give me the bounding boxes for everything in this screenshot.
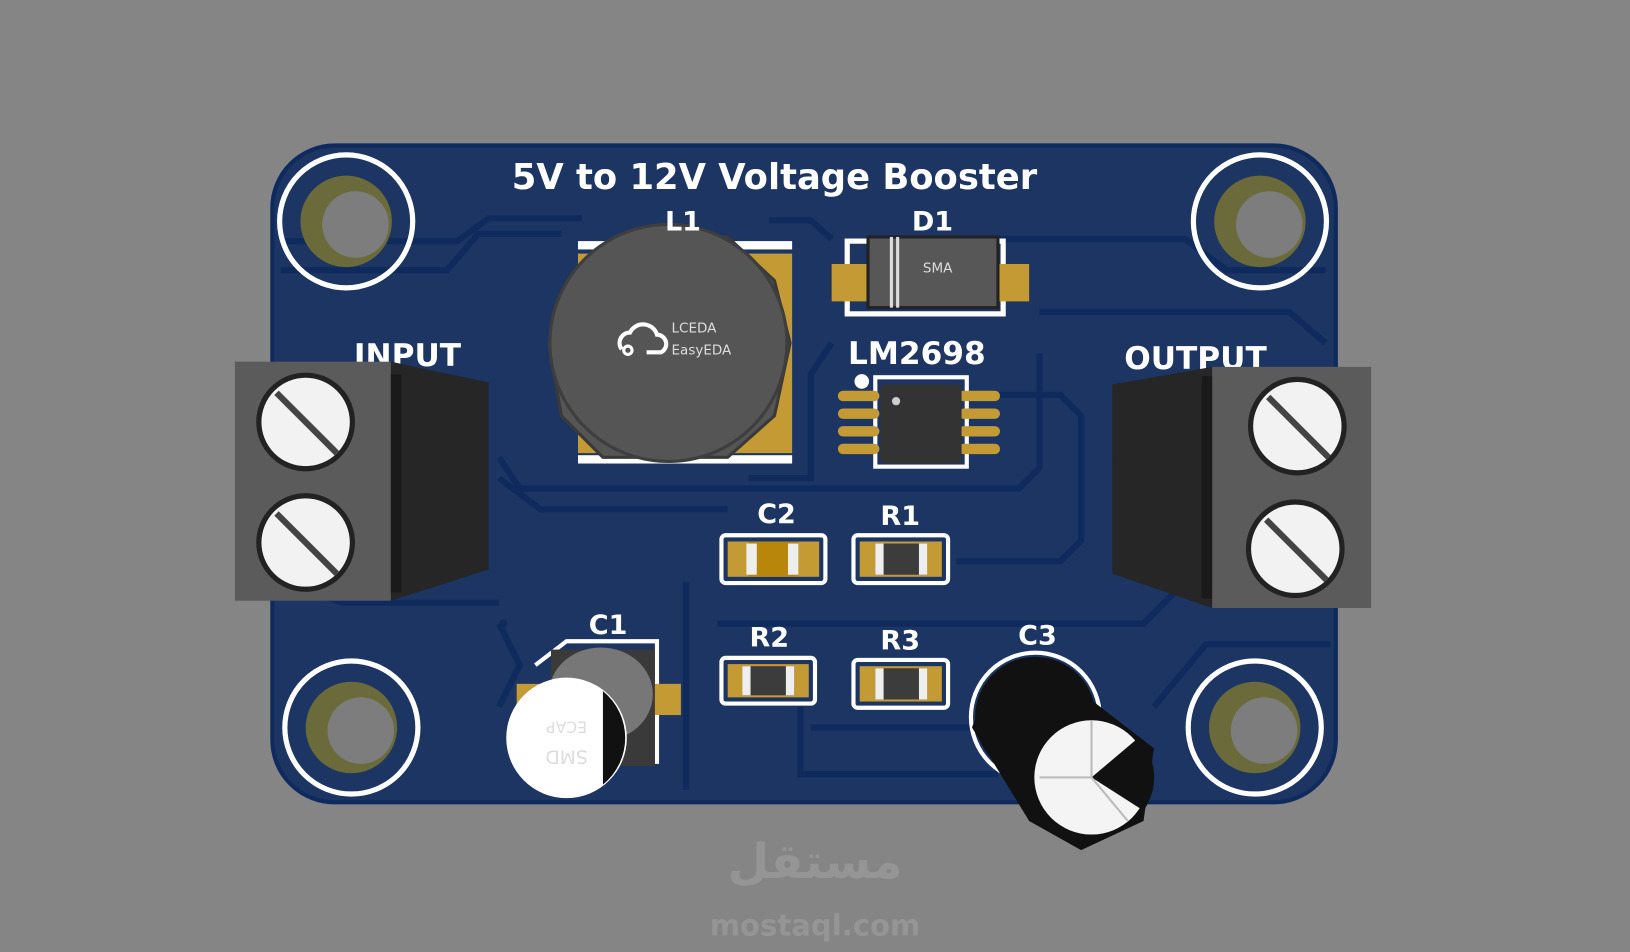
- d1-ref: D1: [912, 207, 953, 238]
- watermark-latin: mostaql.com: [710, 908, 921, 942]
- mounting-hole: [282, 658, 421, 797]
- diode-d1: SMA D1: [831, 207, 1030, 317]
- c1-marking-line1: SMD: [545, 745, 587, 766]
- ic-lm2698: LM2698: [837, 336, 1001, 469]
- d1-package: SMA: [923, 260, 953, 276]
- ic-ref: LM2698: [848, 336, 986, 372]
- screw-icon: [256, 493, 356, 592]
- c1-ref: C1: [589, 610, 628, 641]
- board-title: 5V to 12V Voltage Booster: [512, 157, 1038, 198]
- screw-icon: [256, 372, 356, 472]
- c1-marking-line2: ECAP: [546, 717, 587, 735]
- watermark-arabic: مستقل: [728, 835, 903, 890]
- c3-ref: C3: [1018, 620, 1057, 651]
- screw-icon: [1245, 499, 1345, 599]
- copper-traces: [279, 215, 1331, 790]
- l1-ref: L1: [665, 207, 701, 238]
- resistor-r3: R3: [851, 626, 951, 710]
- mounting-hole: [1190, 152, 1330, 291]
- capacitor-c3: C3: [968, 620, 1155, 851]
- l1-logo-line1: LCEDA: [672, 321, 718, 337]
- screw-icon: [1247, 376, 1347, 476]
- mostaql-watermark: مستقل mostaql.com: [710, 835, 921, 942]
- r2-ref: R2: [749, 622, 789, 653]
- capacitor-c2: C2: [719, 499, 828, 586]
- mounting-hole: [277, 152, 416, 291]
- inductor-l1: L1 LCEDA EasyEDA: [547, 207, 793, 464]
- capacitor-c1: C1 SMD ECAP: [498, 610, 681, 799]
- output-terminal-block: OUTPUT: [1112, 341, 1372, 608]
- mounting-hole: [1185, 658, 1324, 797]
- l1-logo-line2: EasyEDA: [672, 342, 733, 358]
- r1-ref: R1: [880, 501, 920, 532]
- input-terminal-block: INPUT: [234, 338, 489, 601]
- resistor-r2: R2: [719, 622, 818, 706]
- resistor-r1: R1: [851, 501, 951, 586]
- mounting-holes: [277, 152, 1330, 797]
- c2-ref: C2: [757, 499, 796, 530]
- r3-ref: R3: [880, 626, 920, 657]
- easyeda-cloud-icon: [617, 322, 669, 355]
